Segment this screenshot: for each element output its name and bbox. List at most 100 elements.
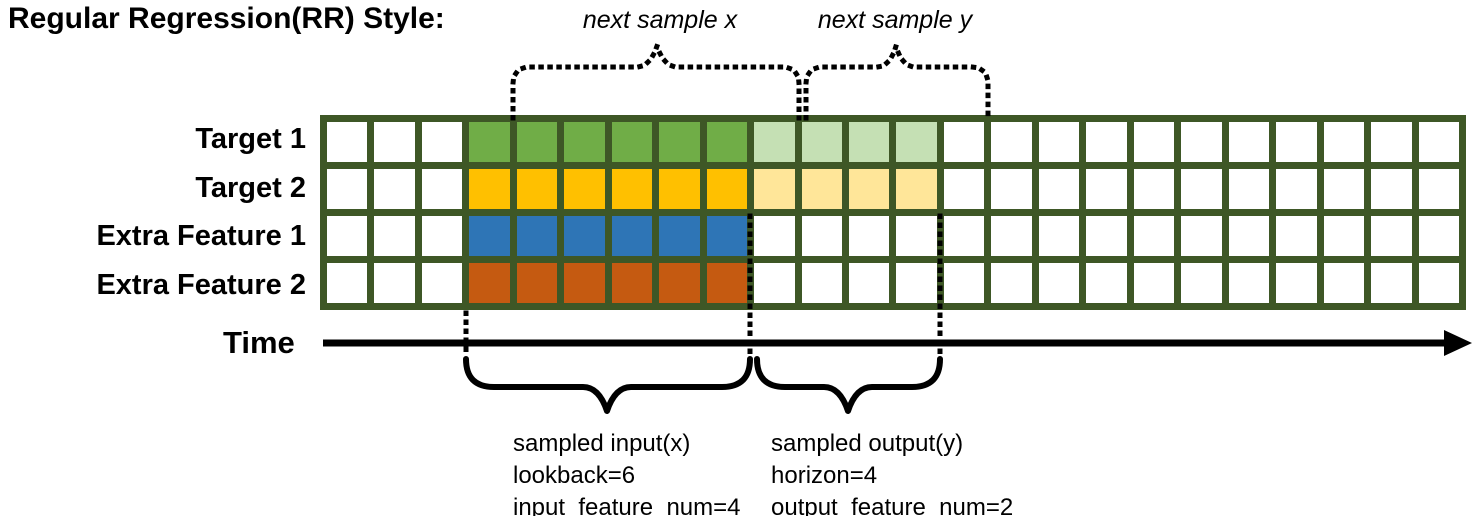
grid-cell <box>1038 263 1080 303</box>
grid-cell <box>659 169 700 209</box>
grid-cell <box>421 169 463 209</box>
grid-cell <box>469 216 510 256</box>
grid-cell <box>706 216 748 256</box>
grid-cell <box>659 216 700 256</box>
grid-cell <box>1181 169 1222 209</box>
grid-cell <box>896 122 937 162</box>
grid-cell <box>611 216 653 256</box>
grid-cell <box>469 263 510 303</box>
next-sample-y-label: next sample y <box>817 6 973 34</box>
grid-cell <box>991 122 1032 162</box>
grid-cell <box>849 263 890 303</box>
grid-cell <box>1276 263 1317 303</box>
sampled-output-title: sampled output(y) <box>771 430 964 457</box>
grid-cell <box>754 122 795 162</box>
grid-cell <box>1038 169 1080 209</box>
sampled-input-annotation: sampled input(x) lookback=6 input_featur… <box>513 428 741 516</box>
grid-cell <box>1181 263 1222 303</box>
grid-cell <box>374 216 415 256</box>
grid-cell <box>754 169 795 209</box>
grid-cell <box>1323 169 1365 209</box>
sampled-input-brace <box>463 356 753 414</box>
grid-cell <box>991 169 1032 209</box>
grid-cell <box>754 216 795 256</box>
sampled-output-annotation: sampled output(y) horizon=4 output_featu… <box>771 428 1013 516</box>
grid-cell <box>564 216 605 256</box>
grid-cell <box>374 169 415 209</box>
grid-cell <box>611 263 653 303</box>
grid-cell <box>374 263 415 303</box>
grid-cell <box>943 122 985 162</box>
grid-cell <box>1181 122 1222 162</box>
grid-cell <box>1086 263 1127 303</box>
grid-cell <box>327 169 368 209</box>
grid-cell <box>659 263 700 303</box>
sampled-output-brace <box>754 356 943 414</box>
row-labels: Target 1 Target 2 Extra Feature 1 Extra … <box>0 115 312 310</box>
grid-cell <box>706 122 748 162</box>
time-series-grid <box>320 115 1466 310</box>
grid-cell <box>564 263 605 303</box>
grid-cell <box>849 122 890 162</box>
grid-cell <box>1133 122 1175 162</box>
next-sample-x-brace <box>510 38 802 121</box>
grid-cell <box>374 122 415 162</box>
grid-cell <box>1276 122 1317 162</box>
lookback-value: lookback=6 <box>513 462 636 489</box>
grid-cell <box>849 169 890 209</box>
grid-cell <box>1133 263 1175 303</box>
grid-cell <box>801 216 843 256</box>
grid-cell <box>1371 169 1412 209</box>
grid-cell <box>801 122 843 162</box>
grid-cell <box>1371 263 1412 303</box>
grid-cell <box>516 216 558 256</box>
grid-cell <box>706 263 748 303</box>
grid-cell <box>611 122 653 162</box>
grid-cell <box>1086 216 1127 256</box>
row-label-extra-feature-1: Extra Feature 1 <box>96 220 306 253</box>
grid-cell <box>1228 122 1270 162</box>
grid-cell <box>754 263 795 303</box>
figure-title: Regular Regression(RR) Style: <box>8 2 445 35</box>
grid-cell <box>1086 122 1127 162</box>
time-axis-arrowhead <box>1444 330 1472 356</box>
grid-cell <box>1418 122 1459 162</box>
grid-cell <box>1323 263 1365 303</box>
grid-cell <box>801 169 843 209</box>
grid-cell <box>991 263 1032 303</box>
grid-cell <box>896 263 937 303</box>
grid-cell <box>1418 263 1459 303</box>
grid-cell <box>896 216 937 256</box>
grid-cell <box>516 263 558 303</box>
grid-cell <box>943 263 985 303</box>
grid-cell <box>516 122 558 162</box>
horizon-value: horizon=4 <box>771 462 878 489</box>
grid-cell <box>706 169 748 209</box>
grid-cell <box>1371 122 1412 162</box>
grid-cell <box>1181 216 1222 256</box>
row-label-target-2: Target 2 <box>195 171 306 204</box>
time-axis-label: Time <box>223 325 295 360</box>
grid-cell <box>421 263 463 303</box>
grid-cell <box>1038 122 1080 162</box>
grid-cell <box>1323 122 1365 162</box>
grid-cell <box>943 216 985 256</box>
grid-cell <box>469 122 510 162</box>
grid-cell <box>943 169 985 209</box>
grid-cell <box>1371 216 1412 256</box>
row-label-target-1: Target 1 <box>195 122 306 155</box>
sampled-input-title: sampled input(x) <box>513 430 691 457</box>
grid-cell <box>1038 216 1080 256</box>
grid-cell <box>1418 216 1459 256</box>
grid-cell <box>849 216 890 256</box>
grid-cell <box>1133 169 1175 209</box>
output-feature-num-value: output_feature_num=2 <box>771 494 1014 516</box>
grid-cell <box>421 216 463 256</box>
next-sample-y-brace <box>803 36 991 121</box>
grid-cell <box>1276 216 1317 256</box>
grid-cell <box>1133 216 1175 256</box>
grid-cell <box>1276 169 1317 209</box>
grid-cell <box>564 122 605 162</box>
grid-cell <box>564 169 605 209</box>
grid-cell <box>659 122 700 162</box>
